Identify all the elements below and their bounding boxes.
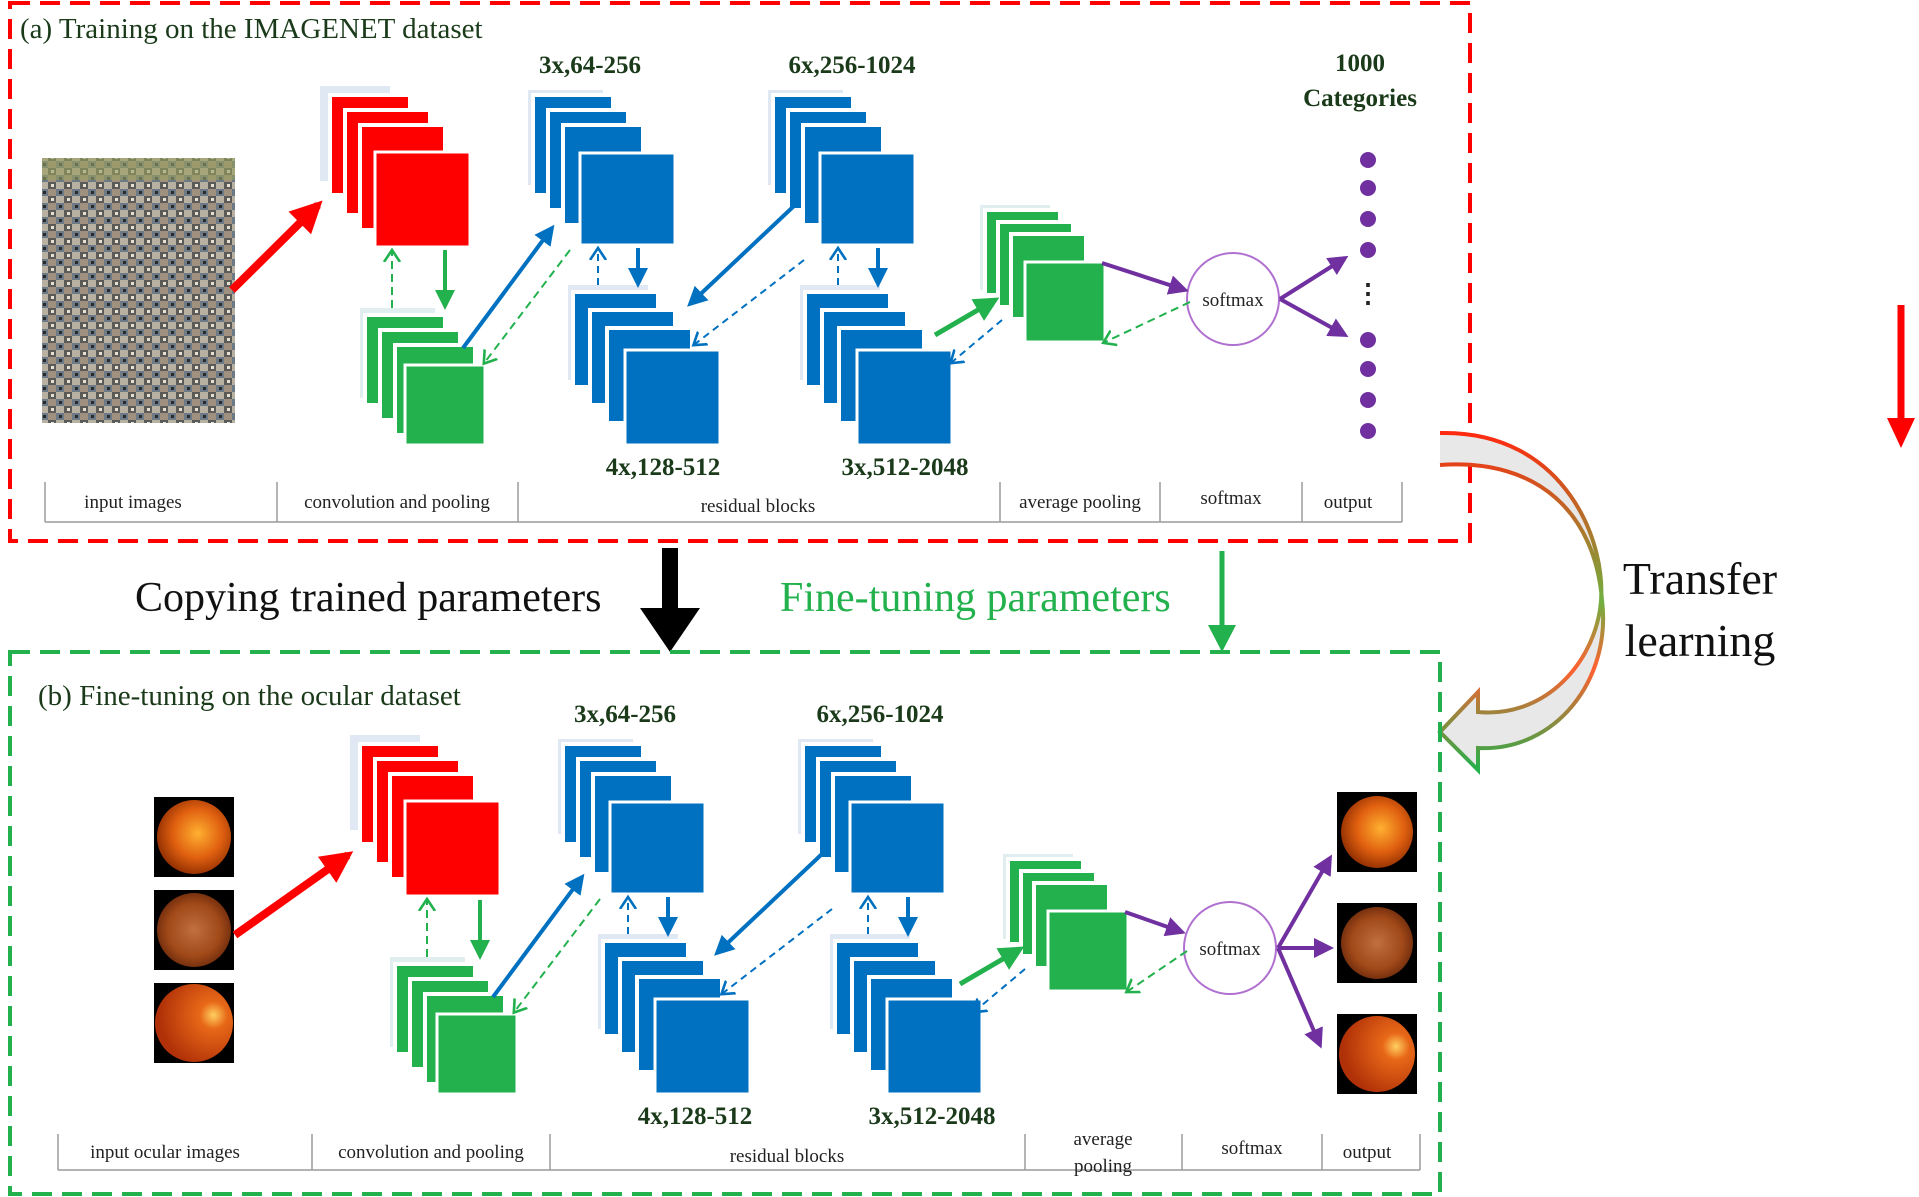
conv1-stack [320, 86, 472, 249]
arrow-down-icon [1887, 418, 1915, 448]
conv4-stack [768, 90, 917, 247]
conv3-stack-b [598, 934, 752, 1096]
conv4-label-b: 6x,256-1024 [816, 701, 944, 728]
conv4-label: 6x,256-1024 [788, 52, 916, 79]
softmax-node-b-label: softmax [1199, 939, 1261, 960]
stage-a-input: input images [84, 492, 182, 513]
stage-a-pool: average pooling [1019, 492, 1141, 513]
pool1-stack [360, 308, 487, 447]
conv2-stack-b [558, 739, 707, 896]
avgpool-stack [980, 205, 1107, 344]
output-fundus-2-retina [1341, 907, 1413, 979]
output-ellipsis: ⋮ [1355, 279, 1381, 308]
conv5-label: 3x,512-2048 [841, 454, 968, 481]
softmax-node-a [1186, 252, 1280, 346]
softmax-node-b [1183, 901, 1277, 995]
stage-b-conv: convolution and pooling [338, 1142, 524, 1163]
panel-a-arrows [229, 200, 1349, 362]
stage-b-output: output [1343, 1142, 1392, 1163]
panel-b-arrows [232, 851, 1334, 1049]
stage-b-input: input ocular images [90, 1142, 240, 1163]
output-title-line2: Categories [1303, 85, 1417, 112]
copy-params-label: Copying trained parameters [135, 575, 602, 621]
stage-a-conv: convolution and pooling [304, 492, 490, 513]
conv5-label-b: 3x,512-2048 [868, 1103, 995, 1130]
panel-b-stage-bar [57, 1134, 1421, 1171]
output-fundus-1-retina [1341, 796, 1413, 868]
panel-a-title: (a) Training on the IMAGENET dataset [20, 13, 483, 45]
transfer-arc: Transfer learning [1437, 305, 1915, 775]
panel-b-title: (b) Fine-tuning on the ocular dataset [38, 680, 461, 712]
conv5-stack [800, 285, 954, 447]
stage-a-residual: residual blocks [701, 496, 816, 517]
panel-a: (a) Training on the IMAGENET dataset [8, 1, 1472, 543]
conv2-stack [528, 90, 677, 247]
transfer-label-line2: learning [1625, 615, 1776, 666]
imagenet-mosaic-image [42, 158, 235, 423]
pool1-stack-b [390, 957, 519, 1096]
output-dots [1360, 152, 1376, 439]
finetune-params-label: Fine-tuning parameters [780, 575, 1171, 621]
conv2-label-b: 3x,64-256 [574, 701, 676, 728]
stage-b-softmax: softmax [1221, 1138, 1283, 1159]
panel-b: (b) Fine-tuning on the ocular dataset [8, 650, 1442, 1196]
conv2-label: 3x,64-256 [539, 52, 641, 79]
panel-a-stage-bar [44, 482, 1403, 523]
middle-section: Copying trained parameters Fine-tuning p… [135, 548, 1236, 652]
stage-b-pool-line1: average [1073, 1129, 1132, 1150]
conv4-stack-b [798, 739, 947, 896]
conv3-label-b: 4x,128-512 [638, 1103, 753, 1130]
panel-b-frame [8, 650, 1442, 1196]
stage-a-softmax: softmax [1200, 488, 1262, 509]
conv5-stack-b [830, 934, 984, 1096]
output-title-line1: 1000 [1335, 50, 1385, 77]
output-fundus-3-retina [1339, 1016, 1415, 1092]
conv3-stack [568, 285, 722, 447]
softmax-node-a-label: softmax [1202, 290, 1264, 311]
stage-b-residual: residual blocks [730, 1146, 845, 1167]
avgpool-stack-b [1003, 854, 1130, 993]
conv1-stack-b [350, 735, 502, 898]
stage-b-pool-line2: pooling [1074, 1156, 1133, 1177]
stage-a-output: output [1324, 492, 1373, 513]
panel-a-frame [8, 1, 1472, 543]
fundus-image-1-retina [157, 800, 231, 874]
finetune-arrow-head [1208, 625, 1236, 652]
mosaic-band [42, 158, 235, 180]
transfer-label-line1: Transfer [1623, 553, 1777, 604]
copy-arrow-head [640, 608, 700, 652]
fundus-image-2-retina [157, 893, 231, 967]
conv3-label: 4x,128-512 [606, 454, 721, 481]
fundus-image-3-retina [155, 984, 233, 1062]
